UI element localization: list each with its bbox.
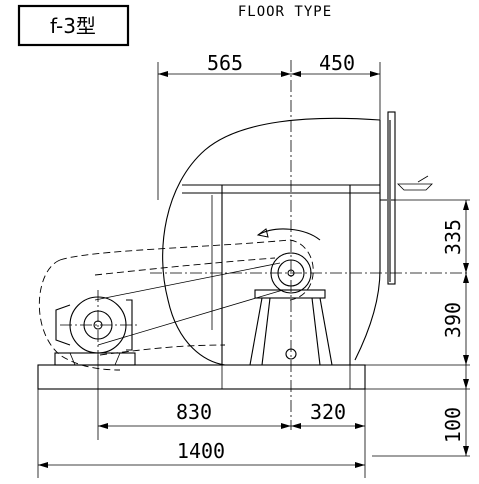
dim-right-middle: 390 [441,302,465,338]
dim-right-upper: 335 [441,219,465,255]
right-dimensions: 335 390 100 [365,175,470,457]
dim-right-lower: 100 [441,407,465,443]
bottom-dimensions: 830 320 1400 [37,355,366,478]
base-frame [37,364,366,390]
fan-casing [162,111,396,366]
type-label: f-3型 [50,14,96,38]
dim-bottom-right: 320 [310,400,346,424]
fan-pulley [270,252,312,294]
drawing-title: FLOOR TYPE [238,4,332,20]
belt-guard [38,239,314,371]
dim-top-left: 565 [207,51,243,75]
top-dimensions: 565 450 [157,51,381,200]
dim-top-right: 450 [319,51,355,75]
rotation-arrow [257,228,321,241]
type-label-box: f-3型 [17,4,130,47]
dim-bottom-total: 1400 [177,439,225,463]
dim-bottom-left: 830 [176,400,212,424]
motor [55,290,140,360]
fan-pedestal [249,289,333,366]
